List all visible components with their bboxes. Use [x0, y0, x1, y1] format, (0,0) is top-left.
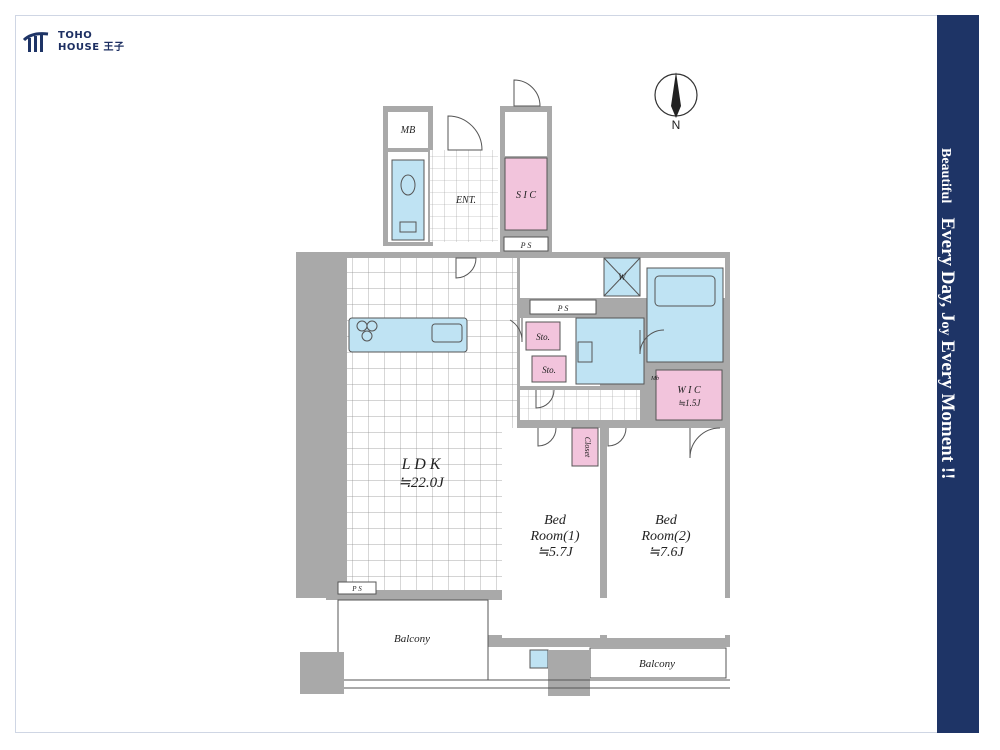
- balcony-sink: [529, 649, 549, 669]
- label-ps-balcony: P S: [351, 585, 362, 593]
- bathroom: [646, 267, 724, 363]
- brand-logo: TOHO HOUSE 王子: [22, 28, 152, 62]
- label-ent: ENT.: [455, 195, 476, 206]
- label-closet: Closet: [583, 437, 592, 458]
- brand-line1: TOHO: [58, 30, 93, 41]
- label-mb: MB: [400, 125, 415, 136]
- label-storage1: Sto.: [536, 332, 550, 342]
- label-balcony2: Balcony: [639, 658, 675, 670]
- logo-mark-icon: [22, 32, 49, 52]
- toilet-icon: [400, 174, 416, 196]
- wic: [655, 369, 723, 421]
- balconies: [300, 599, 730, 696]
- compass-icon: [654, 72, 698, 118]
- doors: [447, 79, 721, 637]
- storage-2: [531, 355, 567, 383]
- compass-label: N: [672, 118, 681, 132]
- label-ps-top: P S: [520, 241, 532, 250]
- label-sic: S I C: [516, 190, 536, 201]
- label-wic: W I C: [677, 385, 701, 396]
- label-wic-area: ≒1.5J: [678, 398, 702, 408]
- label-bed1-line2: Room(1): [530, 529, 580, 544]
- sic-closet: [504, 157, 548, 231]
- label-ldk-area: ≒22.0J: [398, 475, 445, 491]
- washroom: [575, 317, 645, 385]
- kitchen-counter: [348, 317, 468, 353]
- label-bed1-area: ≒5.7J: [537, 545, 573, 560]
- label-washer: W: [618, 272, 627, 282]
- brand-line2: HOUSE 王子: [58, 42, 125, 53]
- brand-name: TOHO HOUSE 王子: [58, 30, 125, 54]
- label-ldk: L D K: [401, 456, 442, 473]
- closet: [571, 427, 599, 467]
- label-bed2-area: ≒7.6J: [648, 545, 684, 560]
- toilet-room: [391, 159, 425, 241]
- label-ps-mid: P S: [557, 304, 569, 313]
- wet-areas: [348, 159, 724, 669]
- slogan-sidebar: [937, 15, 979, 733]
- label-mb-small: Mb: [650, 376, 659, 382]
- ps-boxes: [337, 236, 597, 595]
- label-storage2: Sto.: [542, 365, 556, 375]
- storage-areas: [504, 157, 723, 467]
- storage-1: [525, 321, 561, 351]
- label-bed2-line1: Bed: [655, 513, 678, 528]
- label-bed2-line2: Room(2): [641, 529, 691, 544]
- label-balcony1: Balcony: [394, 633, 430, 645]
- label-bed1-line1: Bed: [544, 513, 567, 528]
